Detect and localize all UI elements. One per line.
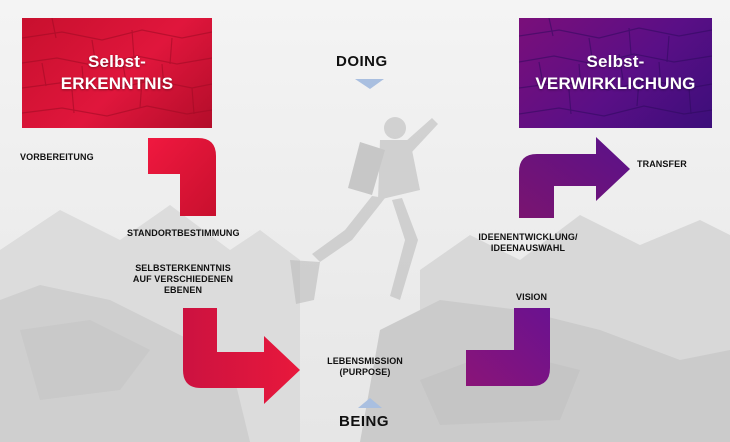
ideenentwicklung-label: IDEENENTWICKLUNG/ IDEENAUSWAHL <box>470 232 586 254</box>
lebensmission-line1: LEBENSMISSION <box>327 356 403 366</box>
purple-arrow-to-transfer <box>519 137 630 218</box>
brick-texture <box>22 18 212 117</box>
selbsterkenntnis-ebenen-line1: SELBSTERKENNTNIS <box>135 263 231 273</box>
selbstverwirklichung-line1: Selbst- <box>586 52 645 71</box>
ideenentwicklung-line2: IDEENAUSWAHL <box>490 243 566 253</box>
ideenentwicklung-line1: IDEENENTWICKLUNG/ <box>478 232 578 242</box>
red-arrow-to-lebensmission <box>183 308 300 404</box>
doing-label: DOING <box>336 53 388 70</box>
transfer-label: TRANSFER <box>637 159 687 169</box>
selbsterkenntnis-ebenen-label: SELBSTERKENNTNIS AUF VERSCHIEDENEN EBENE… <box>124 263 242 296</box>
selbsterkenntnis-line1: Selbst- <box>87 52 147 71</box>
selbsterkenntnis-ebenen-line2: AUF VERSCHIEDENEN <box>132 274 234 284</box>
lebensmission-line2: (PURPOSE) <box>339 367 391 377</box>
red-elbow-arrow <box>148 138 216 216</box>
selbsterkenntnis-box: Selbst- ERKENNTNIS <box>22 18 212 128</box>
purple-arrow-to-vision <box>466 308 550 386</box>
being-label: BEING <box>339 413 390 430</box>
selbstverwirklichung-box: Selbst- VERWIRKLICHUNG <box>519 18 712 128</box>
being-indicator-icon <box>358 398 382 408</box>
standortbestimmung-label: STANDORTBESTIMMUNG <box>127 228 240 238</box>
lebensmission-label: LEBENSMISSION (PURPOSE) <box>316 356 414 378</box>
selbsterkenntnis-ebenen-line3: EBENEN <box>163 285 203 295</box>
vision-label: VISION <box>516 292 548 302</box>
doing-indicator-icon <box>355 79 384 89</box>
selbsterkenntnis-line2: ERKENNTNIS <box>60 74 174 93</box>
selbstverwirklichung-line2: VERWIRKLICHUNG <box>535 74 696 93</box>
vorbereitung-label: VORBEREITUNG <box>20 152 94 162</box>
brick-texture <box>519 18 712 117</box>
